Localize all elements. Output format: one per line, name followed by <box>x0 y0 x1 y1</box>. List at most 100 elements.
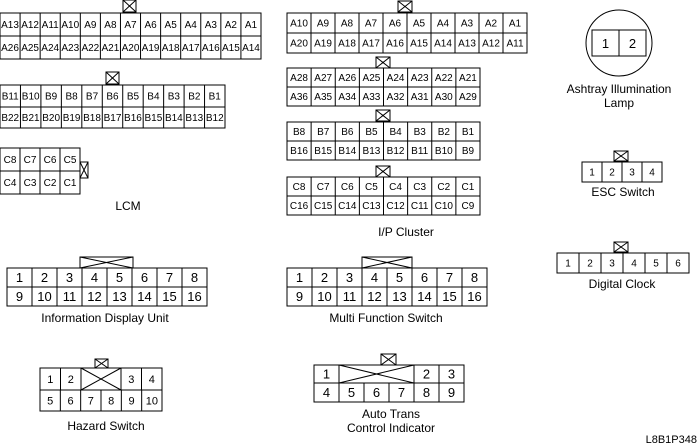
esc-pin-1: 1 <box>589 168 595 179</box>
info-display-pin-8: 8 <box>191 270 198 285</box>
lcm-a-pin-A10: A10 <box>61 20 79 31</box>
lcm-b-pin-B15: B15 <box>145 113 163 124</box>
lcm-b-pin-B13: B13 <box>185 113 203 124</box>
ip-b-pin-B10: B10 <box>435 146 453 157</box>
lcm-b-pin-B19: B19 <box>63 113 81 124</box>
hazard-pin-2: 2 <box>68 374 74 386</box>
esc-pin-3: 3 <box>629 168 635 179</box>
hazard-lock-icon <box>94 358 109 369</box>
ip-a1-pin-A10: A10 <box>290 19 308 30</box>
ip-a1-pin-A1: A1 <box>509 19 522 30</box>
hazard-pin-9: 9 <box>128 395 134 407</box>
ip-b-pin-B5: B5 <box>365 127 378 138</box>
lcm-b-pin-B18: B18 <box>83 113 101 124</box>
hazard-pin-5: 5 <box>47 395 53 407</box>
ip-a1-pin-A3: A3 <box>461 19 474 30</box>
hazard-pin-3: 3 <box>128 374 134 386</box>
ip-b-pin-B12: B12 <box>387 146 405 157</box>
info-display-pin-3: 3 <box>66 270 73 285</box>
multi-function-pin-5: 5 <box>396 270 403 285</box>
lcm-a-pin-A24: A24 <box>41 43 59 54</box>
ip-c-pin-C13: C13 <box>362 201 381 212</box>
lcm-b-pin-B12: B12 <box>206 113 224 124</box>
ip-b-pin-B1: B1 <box>462 127 475 138</box>
info-display-pin-1: 1 <box>16 270 23 285</box>
esc-lock-icon <box>613 150 629 162</box>
ip-b-pin-B13: B13 <box>363 146 381 157</box>
ip-a1-pin-A15: A15 <box>410 39 428 50</box>
multi-function-pin-10: 10 <box>317 289 331 304</box>
hazard-pin-10: 10 <box>146 395 158 407</box>
ip-a2-pin-A35: A35 <box>314 92 332 103</box>
lcm-b-pin-B9: B9 <box>45 92 58 103</box>
ip-a1-pin-A20: A20 <box>290 39 308 50</box>
ashtray-pin-1: 1 <box>602 36 609 51</box>
lcm-a-pin-A7: A7 <box>124 20 137 31</box>
ip-a2-pin-A30: A30 <box>435 92 453 103</box>
ip-c-pin-C8: C8 <box>293 182 306 193</box>
lcm-b-pin-B22: B22 <box>1 113 19 124</box>
lcm-b-pin-B4: B4 <box>147 92 160 103</box>
ip-a2-pin-A34: A34 <box>338 92 356 103</box>
ip-c-pin-C11: C11 <box>411 201 429 212</box>
info-display-pin-14: 14 <box>137 289 151 304</box>
multi-function-pin-4: 4 <box>371 270 378 285</box>
ashtray-label-line1: Ashtray Illumination <box>567 82 672 96</box>
info-display-pin-6: 6 <box>141 270 148 285</box>
ip-a2-pin-A22: A22 <box>435 73 453 84</box>
info-display-pin-7: 7 <box>166 270 173 285</box>
hazard-pin-6: 6 <box>67 395 73 407</box>
lcm-b-pin-B11: B11 <box>2 92 19 103</box>
ip-a1-pin-A6: A6 <box>389 19 402 30</box>
multi-function-pin-14: 14 <box>417 289 431 304</box>
clock-pin-1: 1 <box>565 259 571 270</box>
lcm-a-pin-A5: A5 <box>165 20 178 31</box>
auto-trans-pin-8: 8 <box>423 385 430 400</box>
ip-a1-pin-A13: A13 <box>458 39 476 50</box>
ip-c-pin-C2: C2 <box>437 182 450 193</box>
lcm-a-pin-A19: A19 <box>142 43 160 54</box>
clock-pin-6: 6 <box>675 259 681 270</box>
ip-a2-pin-A28: A28 <box>290 73 308 84</box>
info-display-pin-13: 13 <box>112 289 126 304</box>
auto-trans-pin-6: 6 <box>373 385 380 400</box>
multi-function-pin-6: 6 <box>421 270 428 285</box>
ip-a2-pin-A27: A27 <box>314 73 332 84</box>
lcm-a-pin-A12: A12 <box>21 20 39 31</box>
ip-b-pin-B16: B16 <box>290 146 308 157</box>
ip-b-lock-icon <box>375 109 391 122</box>
clock-pin-5: 5 <box>653 259 659 270</box>
ip-b-pin-B9: B9 <box>462 146 475 157</box>
ip-a2-pin-A26: A26 <box>338 73 356 84</box>
esc-switch-label: ESC Switch <box>591 185 654 199</box>
ip-c-pin-C6: C6 <box>341 182 354 193</box>
ip-a2-pin-A32: A32 <box>387 92 405 103</box>
hazard-pin-4: 4 <box>149 374 155 386</box>
lcm-b-pin-B17: B17 <box>104 113 122 124</box>
ip-c-pin-C10: C10 <box>435 201 454 212</box>
ip-a2-pin-A31: A31 <box>411 92 429 103</box>
ip-a1-pin-A19: A19 <box>314 39 332 50</box>
info-display-pin-11: 11 <box>63 289 77 304</box>
lcm-a-pin-A4: A4 <box>185 20 198 31</box>
multi-function-pin-16: 16 <box>467 289 481 304</box>
lcm-c-lock-icon <box>79 161 89 179</box>
lcm-a-pin-A21: A21 <box>102 43 120 54</box>
lcm-c-pin-C3: C3 <box>24 178 37 189</box>
clock-pin-4: 4 <box>631 259 637 270</box>
lcm-a-pin-A13: A13 <box>1 20 19 31</box>
ip-b-pin-B15: B15 <box>314 146 332 157</box>
